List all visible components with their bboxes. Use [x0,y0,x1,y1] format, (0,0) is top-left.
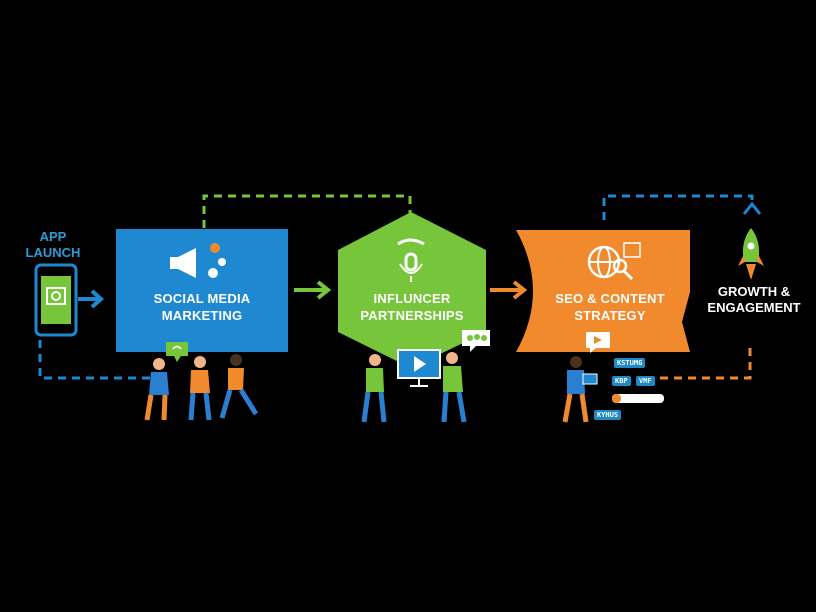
connector-top-blue-loop [602,194,754,220]
people-group-influencer [361,330,490,423]
arrow-blue-up [742,201,762,215]
arrow-social-to-influencer [294,280,332,300]
stage-label-influencer: INFLUNCER PARTNERSHIPS [360,291,464,323]
keyword-tag: VMF [636,376,655,386]
stage-label-seo: SEO & CONTENT STRATEGY [555,291,665,323]
megaphone-icon [170,243,226,278]
keyword-tag: KBP [612,376,631,386]
smartphone-icon [34,263,78,337]
app-launch-label: APP LAUNCH [25,229,81,260]
person-seo [562,332,664,423]
globe-analytics-icon [587,242,641,281]
arrow-app-to-social [78,289,105,309]
growth-engagement-label: GROWTH & ENGAGEMENT [707,284,801,315]
people-group-social [144,342,259,421]
connector-seo-to-growth-bottom [660,342,752,380]
stage-seo-banner [516,230,690,352]
arrow-influencer-to-seo [490,280,528,300]
handshake-microphone-icon [397,238,425,282]
keyword-tag: KSTUMG [614,358,646,368]
keyword-tag: KYHUS [594,410,622,420]
stage-influencer-hexagon [338,212,486,368]
rocket-icon [738,228,764,280]
connector-top-green-loop [202,194,412,228]
stage-social-media-box [116,229,288,352]
stage-label-social-media: SOCIAL MEDIA MARKETING [153,291,251,323]
